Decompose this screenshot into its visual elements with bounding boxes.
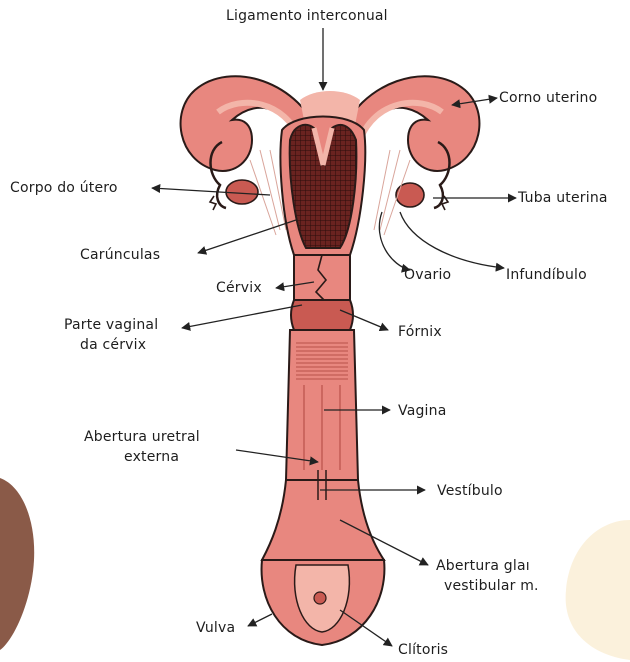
label-tuba-uterina: Tuba uterina: [517, 190, 608, 206]
label-ligamento-interconual: Ligamento interconual: [226, 8, 388, 24]
right-corner-blob: [566, 520, 630, 660]
label-ovario: Ovario: [404, 267, 451, 283]
label-parte-vaginal-2: da cérvix: [80, 337, 146, 353]
label-abertura-uretral-1: Abertura uretral: [84, 429, 200, 445]
label-caruncula: Carúnculas: [80, 247, 160, 263]
clitoris-mark: [314, 592, 326, 604]
vestibule: [262, 480, 384, 560]
label-cervix: Cérvix: [216, 280, 262, 296]
label-vulva: Vulva: [196, 620, 235, 636]
label-vestibulo: Vestíbulo: [437, 483, 503, 499]
label-abertura-glandula-2: vestibular m.: [444, 578, 539, 594]
label-corno-uterino: Corno uterino: [499, 90, 597, 106]
label-corpo-do-utero: Corpo do útero: [10, 180, 118, 196]
label-abertura-uretral-2: externa: [124, 449, 179, 465]
label-vagina: Vagina: [398, 403, 447, 419]
left-corner-blob: [0, 478, 34, 650]
label-parte-vaginal-1: Parte vaginal: [64, 317, 158, 333]
cervix: [294, 255, 350, 300]
label-abertura-glandula-1: Abertura glaı: [436, 558, 530, 574]
label-fornix: Fórnix: [398, 324, 442, 340]
label-clitoris: Clítoris: [398, 642, 448, 658]
label-infundibulo: Infundíbulo: [506, 267, 587, 283]
vaginal-cervix: [291, 300, 353, 330]
